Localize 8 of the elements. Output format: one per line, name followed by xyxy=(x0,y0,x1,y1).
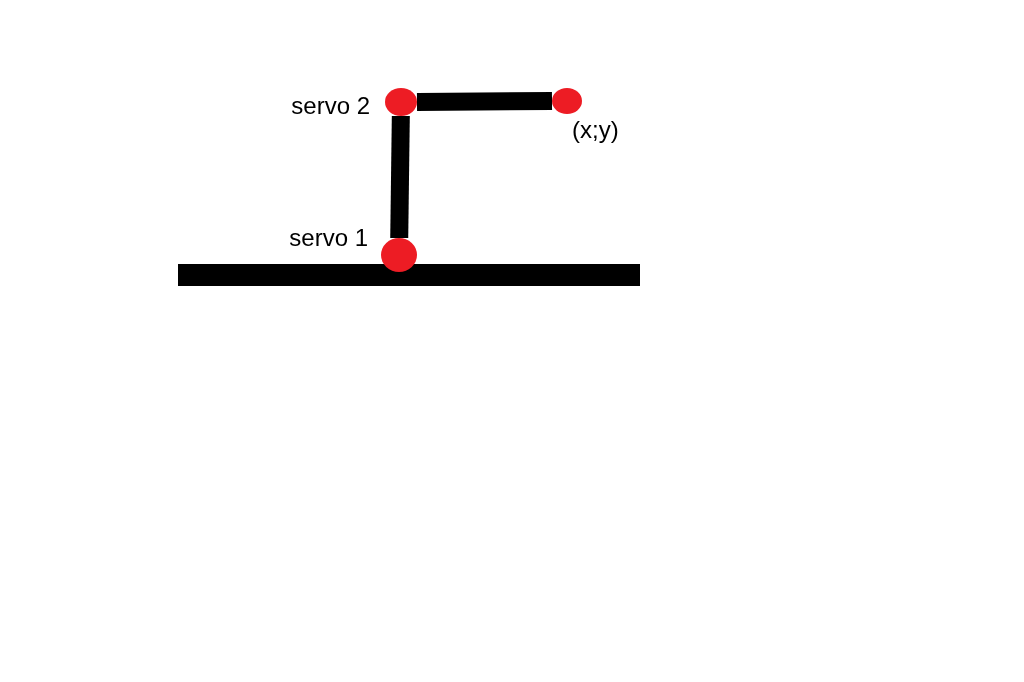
arm-link xyxy=(416,92,553,111)
joint-label: servo 2 xyxy=(291,92,370,120)
joint-dot xyxy=(552,88,582,114)
joint-label: servo 1 xyxy=(289,224,368,252)
joint-dot xyxy=(385,88,417,116)
arm-link xyxy=(390,115,410,239)
joint-dot xyxy=(381,238,417,272)
joint-label: (x;y) xyxy=(572,116,619,144)
